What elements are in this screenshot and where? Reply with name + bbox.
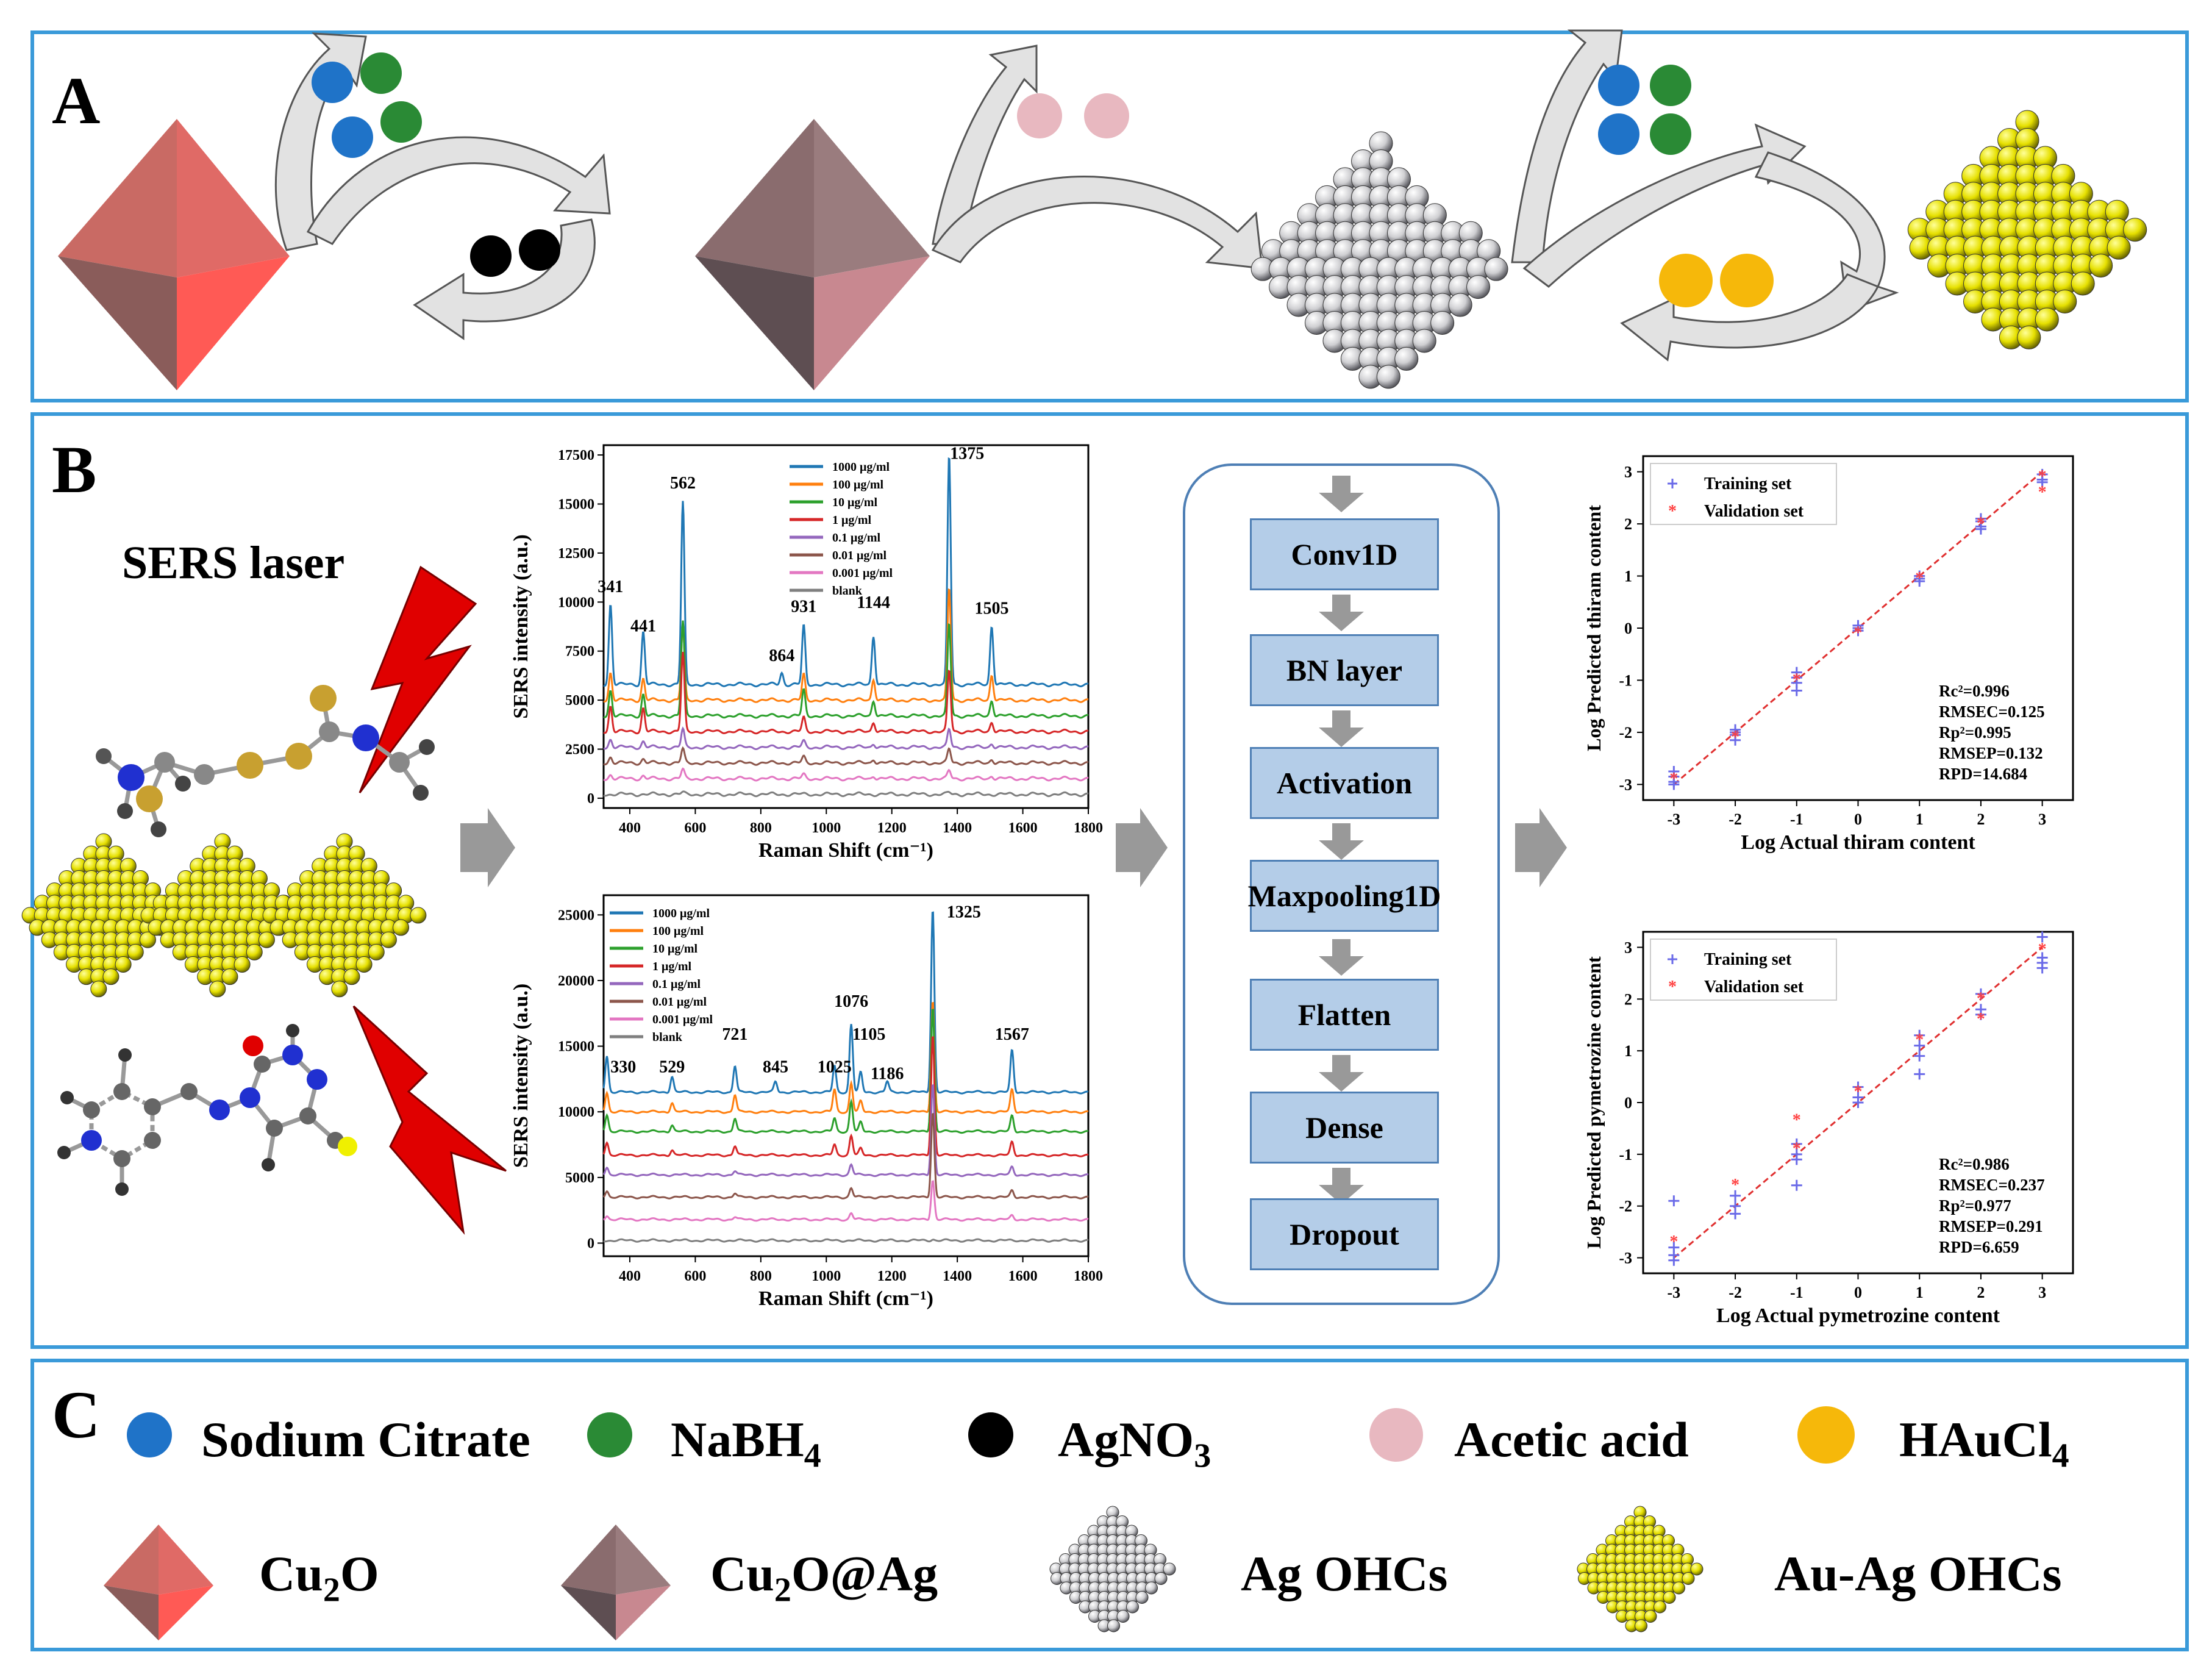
flow-step-activation: Activation [1250, 747, 1439, 819]
sodium-citrate-icon [312, 62, 353, 103]
au-ag-ohc-icon [1907, 110, 2147, 349]
curved-arrow-icon [1511, 29, 1899, 362]
acetic-acid-icon [1084, 93, 1129, 138]
curved-arrow-icon [931, 45, 1263, 270]
haucl4-icon [1659, 254, 1713, 307]
sodium-citrate-icon [1598, 113, 1639, 155]
legend-nabh4: NaBH4 [671, 1412, 821, 1475]
acetic-acid-icon [1017, 93, 1062, 138]
sers-laser-label: SERS laser [122, 537, 345, 588]
haucl4-icon [1720, 254, 1774, 307]
cu2o-ag-octahedron-icon [695, 119, 930, 390]
cu2o-octahedron-icon [58, 119, 290, 390]
flow-step-maxpooling1d: Maxpooling1D [1248, 860, 1441, 932]
flow-container [1183, 463, 1500, 1305]
panel-b [30, 412, 2189, 1349]
nabh4-icon [1650, 113, 1691, 155]
nabh4-icon [1650, 65, 1691, 106]
legend-sodium-citrate: Sodium Citrate [201, 1412, 530, 1467]
legend-au-ag-ohcs: Au-Ag OHCs [1774, 1546, 2062, 1601]
flow-step-bn-layer: BN layer [1250, 634, 1439, 706]
nabh4-icon [380, 101, 422, 143]
panel-label-a: A [52, 63, 101, 138]
legend-cu2o: Cu2O [259, 1546, 379, 1609]
panel-c [30, 1359, 2189, 1651]
legend-haucl4: HAuCl4 [1899, 1412, 2069, 1475]
agno3-icon [470, 235, 512, 277]
nabh4-icon [360, 52, 402, 94]
agno3-icon [519, 229, 560, 271]
panel-a-scheme [58, 29, 2147, 390]
panel-label-c: C [52, 1378, 101, 1452]
legend-agno3: AgNO3 [1058, 1412, 1211, 1475]
legend-cu2o-ag: Cu2O@Ag [710, 1546, 938, 1609]
flow-step-dense: Dense [1250, 1092, 1439, 1164]
ag-ohc-icon [1250, 131, 1508, 389]
legend-acetic-acid: Acetic acid [1454, 1412, 1689, 1467]
flow-step-flatten: Flatten [1250, 979, 1439, 1051]
panel-label-b: B [52, 432, 97, 507]
flow-step-conv1d: Conv1D [1250, 518, 1439, 590]
legend-ag-ohcs: Ag OHCs [1241, 1546, 1448, 1601]
flow-step-dropout: Dropout [1250, 1198, 1439, 1270]
panel-a [30, 30, 2189, 402]
sodium-citrate-icon [1598, 65, 1639, 106]
sodium-citrate-icon [332, 116, 373, 158]
